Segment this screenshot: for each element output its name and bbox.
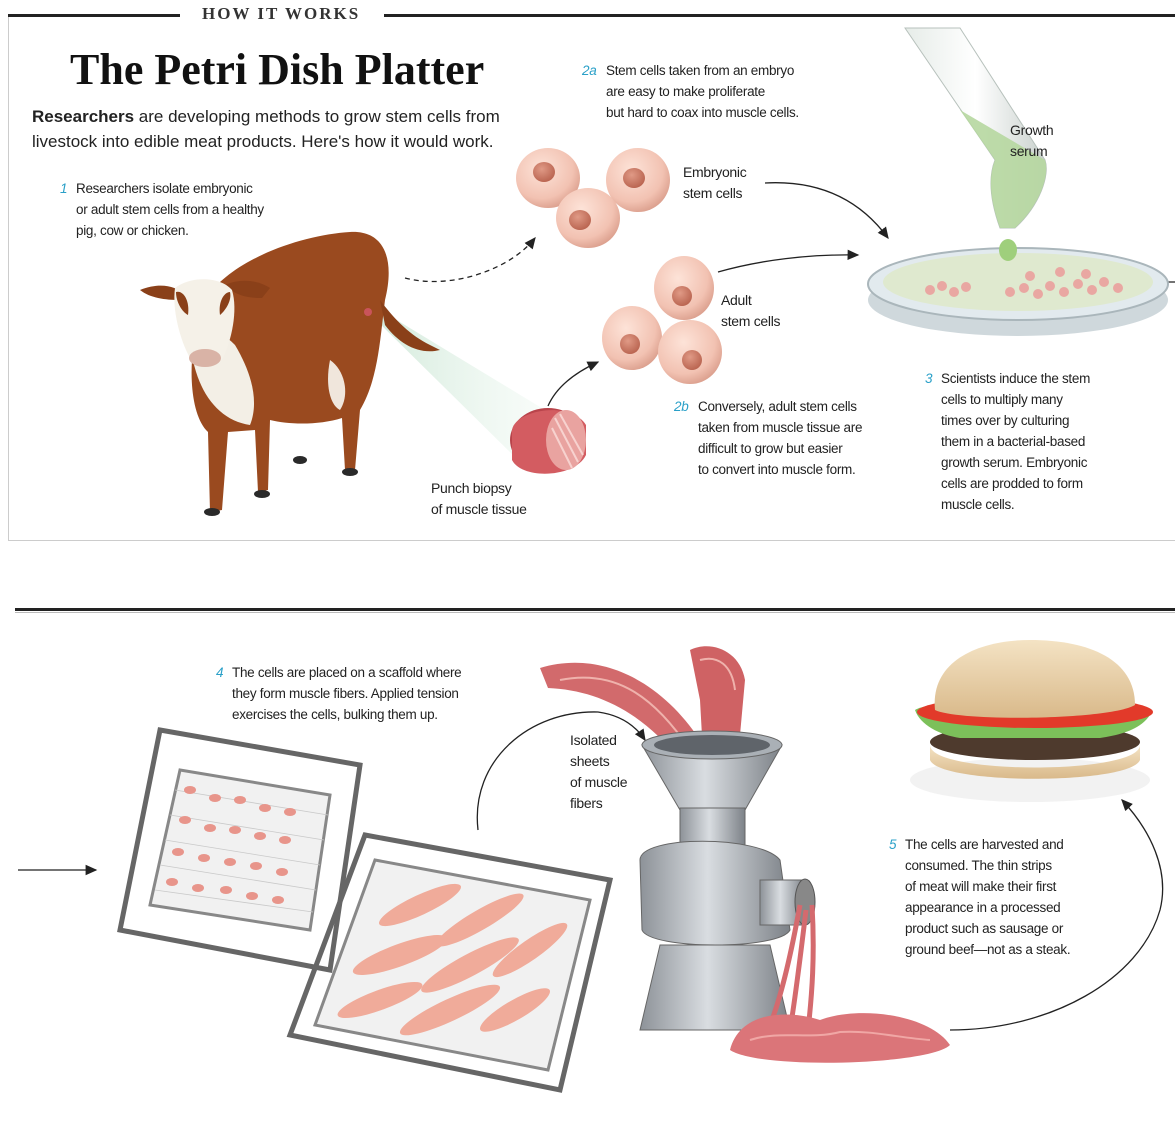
scaffold-cells (120, 730, 360, 970)
step-4-number: 4 (216, 662, 223, 683)
step-4-line-1: The cells are placed on a scaffold where (232, 662, 461, 683)
cow-illustration (140, 232, 440, 516)
step-2a-number: 2a (582, 60, 596, 81)
label-sheets-line-4: fibers (570, 793, 627, 814)
step-3-note: 3 Scientists induce the stem cells to mu… (941, 368, 1090, 515)
step-5-number: 5 (889, 834, 896, 855)
step-2a-note: 2a Stem cells taken from an embryo are e… (606, 60, 799, 123)
step-1-line-1: Researchers isolate embryonic (76, 178, 264, 199)
step-2b-line-4: to convert into muscle form. (698, 459, 862, 480)
arrow-cow-to-embryonic (405, 238, 535, 282)
label-sheets-line-3: of muscle (570, 772, 627, 793)
step-2a-line-2: are easy to make proliferate (606, 81, 799, 102)
scaffold-fibers (290, 835, 610, 1090)
arrow-biopsy-to-adult (548, 362, 598, 406)
arrow-adult-to-dish (718, 255, 858, 272)
label-adult-stem-cells: Adult stem cells (721, 290, 780, 332)
label-growth-line-2: serum (1010, 141, 1053, 162)
meat-grinder (640, 731, 815, 1030)
step-5-line-6: ground beef—not as a steak. (905, 939, 1070, 960)
label-adult-line-1: Adult (721, 290, 780, 311)
step-2a-line-3: but hard to coax into muscle cells. (606, 102, 799, 123)
step-2b-line-3: difficult to grow but easier (698, 438, 862, 459)
step-3-line-5: growth serum. Embryonic (941, 452, 1090, 473)
step-2b-number: 2b (674, 396, 688, 417)
step-1-number: 1 (60, 178, 67, 199)
step-2b-line-1: Conversely, adult stem cells (698, 396, 862, 417)
label-punch-biopsy: Punch biopsy of muscle tissue (431, 478, 527, 520)
step-5-line-3: of meat will make their first (905, 876, 1070, 897)
petri-dish (868, 248, 1168, 336)
step-2b-line-2: taken from muscle tissue are (698, 417, 862, 438)
step-3-line-1: Scientists induce the stem (941, 368, 1090, 389)
label-adult-line-2: stem cells (721, 311, 780, 332)
label-embryonic-line-1: Embryonic (683, 162, 746, 183)
adult-stem-cells (602, 256, 722, 384)
biopsy-tissue (510, 408, 586, 474)
step-3-line-2: cells to multiply many (941, 389, 1090, 410)
label-growth-serum: Growth serum (1010, 120, 1053, 162)
step-4-line-3: exercises the cells, bulking them up. (232, 704, 461, 725)
step-3-line-7: muscle cells. (941, 494, 1090, 515)
step-2b-note: 2b Conversely, adult stem cells taken fr… (698, 396, 862, 480)
label-biopsy-line-1: Punch biopsy (431, 478, 527, 499)
step-5-line-1: The cells are harvested and (905, 834, 1070, 855)
label-sheets-line-1: Isolated (570, 730, 627, 751)
step-1-line-2: or adult stem cells from a healthy (76, 199, 264, 220)
hamburger (910, 640, 1153, 802)
step-2a-line-1: Stem cells taken from an embryo (606, 60, 799, 81)
step-5-line-2: consumed. The thin strips (905, 855, 1070, 876)
step-5-line-4: appearance in a processed (905, 897, 1070, 918)
step-4-note: 4 The cells are placed on a scaffold whe… (232, 662, 461, 725)
step-3-number: 3 (925, 368, 932, 389)
step-1-line-3: pig, cow or chicken. (76, 220, 264, 241)
step-5-note: 5 The cells are harvested and consumed. … (905, 834, 1070, 960)
label-sheets-line-2: sheets (570, 751, 627, 772)
label-isolated-sheets: Isolated sheets of muscle fibers (570, 730, 627, 814)
step-3-line-6: cells are prodded to form (941, 473, 1090, 494)
label-biopsy-line-2: of muscle tissue (431, 499, 527, 520)
label-embryonic-stem-cells: Embryonic stem cells (683, 162, 746, 204)
arrow-embryonic-to-dish (765, 183, 888, 238)
step-1-note: 1 Researchers isolate embryonic or adult… (76, 178, 264, 241)
label-embryonic-line-2: stem cells (683, 183, 746, 204)
label-growth-line-1: Growth (1010, 120, 1053, 141)
step-5-line-5: product such as sausage or (905, 918, 1070, 939)
embryonic-stem-cells (516, 148, 670, 248)
step-3-line-3: times over by culturing (941, 410, 1090, 431)
step-3-line-4: them in a bacterial-based (941, 431, 1090, 452)
step-4-line-2: they form muscle fibers. Applied tension (232, 683, 461, 704)
